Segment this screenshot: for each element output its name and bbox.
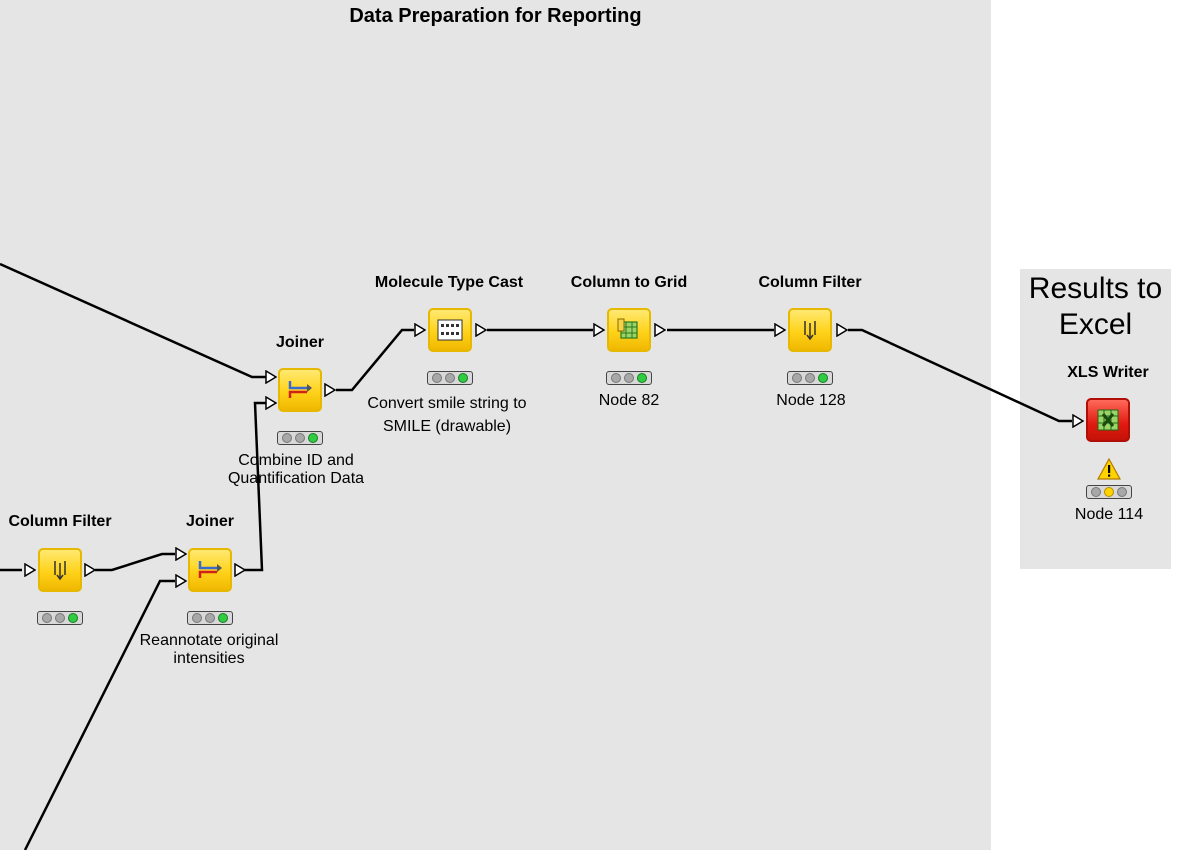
column-filter-icon[interactable] xyxy=(38,548,82,592)
annotation-title: Results to Excel xyxy=(1028,272,1163,341)
status-light-off xyxy=(1117,487,1128,497)
joiner-icon[interactable] xyxy=(278,368,322,412)
connection[interactable] xyxy=(336,328,414,392)
status-light-off xyxy=(804,373,815,383)
connection[interactable] xyxy=(95,552,175,572)
input-port-icon[interactable] xyxy=(24,563,36,577)
status-light-green xyxy=(637,373,648,383)
node-name: XLS Writer xyxy=(1067,364,1149,381)
node-name: Column Filter xyxy=(8,513,112,530)
status-light-off xyxy=(791,373,802,383)
status-traffic-light xyxy=(787,371,833,385)
input-port-icon[interactable] xyxy=(414,323,426,337)
xls-writer-icon[interactable] xyxy=(1086,398,1130,442)
status-light-off xyxy=(294,433,305,443)
warning-icon xyxy=(1097,458,1121,480)
node-name: Column Filter xyxy=(758,274,862,291)
output-port-icon[interactable] xyxy=(234,563,246,577)
node-name: Column to Grid xyxy=(570,274,688,291)
status-traffic-light xyxy=(187,611,233,625)
status-light-off xyxy=(610,373,621,383)
node-label[interactable]: Node 82 xyxy=(598,392,660,409)
input-port-icon[interactable] xyxy=(1072,414,1084,428)
input-port-icon[interactable] xyxy=(593,323,605,337)
status-light-off xyxy=(191,613,202,623)
status-light-amber xyxy=(1103,487,1114,497)
node-label[interactable]: Convert smile string to SMILE (drawable) xyxy=(367,395,527,435)
column-to-grid-icon[interactable] xyxy=(607,308,651,352)
output-port-icon[interactable] xyxy=(654,323,666,337)
output-port-icon[interactable] xyxy=(324,383,336,397)
input-port-icon[interactable] xyxy=(265,370,277,384)
output-port-icon[interactable] xyxy=(84,563,96,577)
status-traffic-light xyxy=(427,371,473,385)
status-light-off xyxy=(623,373,634,383)
output-port-icon[interactable] xyxy=(475,323,487,337)
status-light-green xyxy=(68,613,79,623)
node-label[interactable]: Combine ID and Quantification Data xyxy=(227,452,365,487)
output-port-icon[interactable] xyxy=(836,323,848,337)
node-name: Joiner xyxy=(185,513,234,530)
node-label[interactable]: Reannotate original intensities xyxy=(139,632,279,667)
status-light-off xyxy=(54,613,65,623)
input-port-icon[interactable] xyxy=(265,396,277,410)
annotation-data-preparation[interactable]: Data Preparation for Reporting xyxy=(0,0,991,850)
connection[interactable] xyxy=(23,579,175,850)
input-port-icon[interactable] xyxy=(175,547,187,561)
status-light-green xyxy=(308,433,319,443)
connection[interactable] xyxy=(235,401,268,572)
column-filter-icon[interactable] xyxy=(788,308,832,352)
annotation-title: Data Preparation for Reporting xyxy=(349,5,642,27)
status-light-off xyxy=(204,613,215,623)
input-port-icon[interactable] xyxy=(774,323,786,337)
molecule-type-cast-icon[interactable] xyxy=(428,308,472,352)
node-name: Joiner xyxy=(275,334,324,351)
node-name: Molecule Type Cast xyxy=(374,274,524,291)
status-light-green xyxy=(458,373,469,383)
status-light-off xyxy=(1090,487,1101,497)
status-traffic-light xyxy=(37,611,83,625)
status-light-off xyxy=(444,373,455,383)
status-light-off xyxy=(41,613,52,623)
status-traffic-light xyxy=(277,431,323,445)
status-light-green xyxy=(218,613,229,623)
connection[interactable] xyxy=(848,328,1072,423)
status-traffic-light xyxy=(606,371,652,385)
node-label[interactable]: Node 128 xyxy=(776,392,846,409)
joiner-icon[interactable] xyxy=(188,548,232,592)
connection[interactable] xyxy=(0,262,268,379)
status-traffic-light xyxy=(1086,485,1132,499)
node-label[interactable]: Node 114 xyxy=(1074,506,1144,523)
status-light-green xyxy=(818,373,829,383)
input-port-icon[interactable] xyxy=(175,574,187,588)
status-light-off xyxy=(431,373,442,383)
status-light-off xyxy=(281,433,292,443)
